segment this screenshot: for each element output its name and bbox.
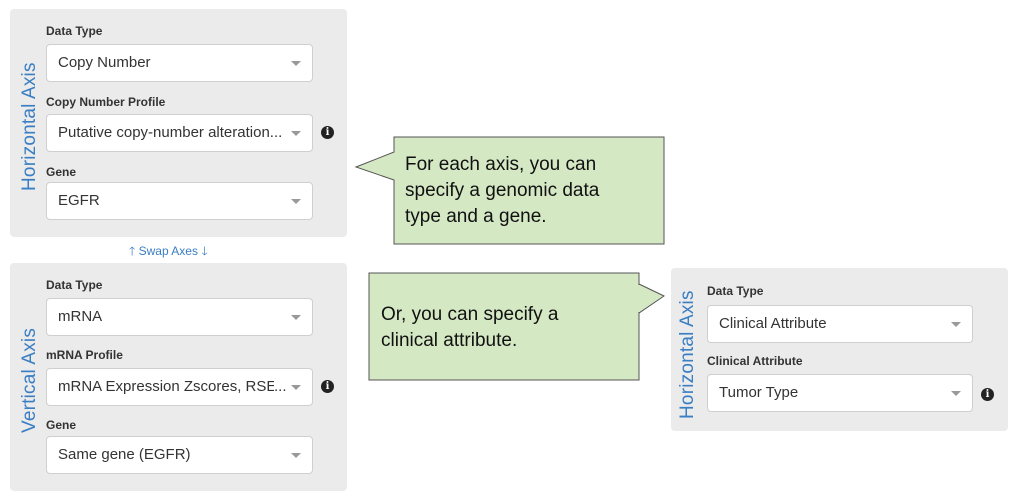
data-type-label: Data Type — [46, 24, 103, 38]
arrow-up-icon: 🡑 — [129, 244, 136, 258]
callout-genomic-text: For each axis, you can specify a genomic… — [405, 152, 599, 230]
vertical-axis-panel: Vertical Axis Data Type mRNA mRNA Profil… — [10, 263, 347, 491]
chevron-down-icon — [291, 315, 301, 320]
profile-label: Copy Number Profile — [46, 95, 166, 109]
data-type-select[interactable]: Clinical Attribute — [707, 305, 973, 343]
info-icon[interactable]: i — [321, 380, 334, 393]
data-type-value: Clinical Attribute — [719, 315, 827, 332]
gene-label: Gene — [46, 418, 77, 432]
data-type-label: Data Type — [46, 278, 103, 292]
callout-line: clinical attribute. — [381, 330, 518, 351]
callout-line: Or, you can specify a — [381, 304, 559, 325]
chevron-down-icon — [291, 199, 301, 204]
callout-line: For each axis, you can — [405, 154, 597, 175]
callout-bottom-pointer — [638, 283, 665, 314]
chevron-down-icon — [291, 131, 301, 136]
chevron-down-icon — [951, 322, 961, 327]
swap-axes-button[interactable]: 🡑 Swap Axes 🡓 — [129, 242, 208, 263]
data-type-value: Copy Number — [58, 54, 151, 71]
chevron-down-icon — [291, 61, 301, 66]
profile-label: mRNA Profile — [46, 348, 123, 362]
arrow-down-icon: 🡓 — [201, 244, 208, 258]
gene-select[interactable]: EGFR — [46, 182, 313, 220]
chevron-down-icon — [291, 453, 301, 458]
swap-axes-label: Swap Axes — [138, 244, 198, 258]
gene-value: EGFR — [58, 192, 100, 209]
clinical-attribute-label: Clinical Attribute — [707, 354, 803, 368]
gene-value: Same gene (EGFR) — [58, 446, 191, 463]
callout-clinical-text: Or, you can specify a clinical attribute… — [381, 302, 558, 354]
clinical-horizontal-axis-panel: Horizontal Axis Data Type Clinical Attri… — [671, 268, 1008, 431]
axis-title: Horizontal Axis — [677, 290, 698, 419]
gene-label: Gene — [46, 165, 77, 179]
profile-select[interactable]: Putative copy-number alteration... — [46, 114, 313, 152]
profile-value: Putative copy-number alteration — [58, 124, 270, 141]
info-icon[interactable]: i — [321, 126, 334, 139]
clinical-attribute-select[interactable]: Tumor Type — [707, 374, 973, 412]
data-type-value: mRNA — [58, 308, 103, 325]
clinical-attribute-value: Tumor Type — [719, 384, 799, 401]
profile-value: mRNA Expression Zscores, RSE — [58, 378, 274, 395]
callout-line: type and a gene. — [405, 206, 547, 227]
data-type-select[interactable]: mRNA — [46, 298, 313, 336]
horizontal-axis-panel: Horizontal Axis Data Type Copy Number Co… — [10, 9, 347, 237]
axis-title: Horizontal Axis — [19, 62, 40, 191]
data-type-select[interactable]: Copy Number — [46, 44, 313, 82]
gene-select[interactable]: Same gene (EGFR) — [46, 436, 313, 474]
ellipsis: ... — [269, 124, 283, 141]
profile-select[interactable]: mRNA Expression Zscores, RSE... — [46, 368, 313, 406]
data-type-label: Data Type — [707, 284, 764, 298]
axis-title: Vertical Axis — [19, 327, 40, 433]
callout-line: specify a genomic data — [405, 180, 600, 201]
chevron-down-icon — [291, 385, 301, 390]
ellipsis: ... — [274, 378, 287, 395]
chevron-down-icon — [951, 391, 961, 396]
info-icon[interactable]: i — [981, 388, 994, 401]
